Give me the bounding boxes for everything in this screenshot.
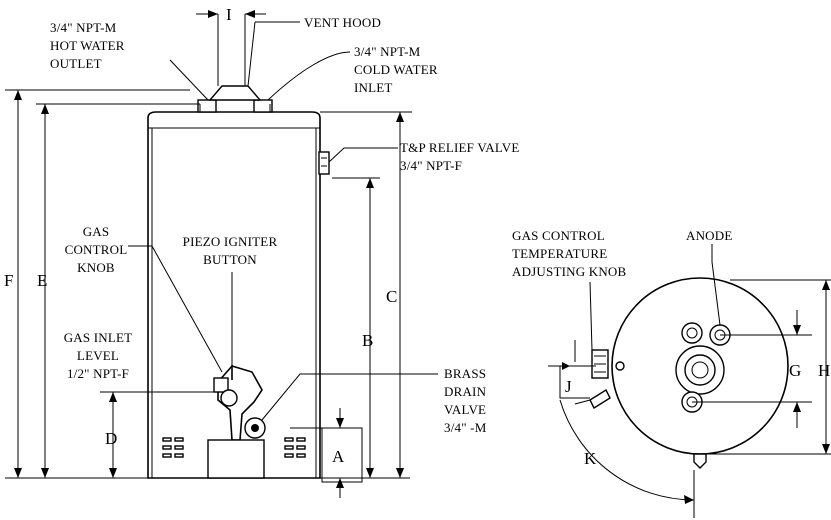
dim-letter-a: A [332, 447, 345, 466]
dim-letter-i: I [226, 5, 232, 24]
temp-knob-label-3: ADJUSTING KNOB [512, 264, 627, 279]
drain-valve-label-4: 3/4" -M [444, 420, 487, 435]
side-dimensions [5, 10, 412, 498]
dim-letter-j: J [565, 377, 572, 396]
gas-control-knob-label-3: KNOB [77, 260, 115, 275]
hot-outlet-label-2: HOT WATER [50, 38, 125, 53]
top-dimensions [548, 279, 831, 518]
top-view [589, 277, 789, 469]
drain-valve-label-2: DRAIN [444, 384, 487, 399]
dim-letter-g: G [789, 361, 801, 380]
tank-body [147, 111, 321, 479]
side-view [147, 14, 332, 479]
cold-inlet-label-2: COLD WATER [354, 62, 438, 77]
dim-letter-f: F [4, 271, 13, 290]
top-leaders [589, 244, 721, 351]
dim-letter-e: E [37, 271, 47, 290]
dim-letter-b: B [362, 331, 373, 350]
cold-inlet-label-3: INLET [354, 80, 393, 95]
anode-label: ANODE [686, 228, 733, 243]
tp-relief-valve [318, 151, 330, 175]
top-fittings [197, 14, 273, 113]
vent-hood-label: VENT HOOD [304, 15, 381, 30]
labels: 3/4" NPT-M HOT WATER OUTLET VENT HOOD 3/… [50, 15, 733, 435]
gas-control-knob-label-1: GAS [83, 224, 110, 239]
dimension-letters: F E I C B D A G H J K [4, 5, 830, 468]
drain-valve-label-1: BRASS [444, 366, 486, 381]
gas-inlet-label-1: GAS INLET [64, 330, 133, 345]
gas-inlet-label-2: LEVEL [77, 348, 119, 363]
temp-knob-label-1: GAS CONTROL [512, 228, 605, 243]
side-leaders [128, 21, 438, 421]
temp-knob-label-2: TEMPERATURE [512, 246, 607, 261]
cold-inlet-label-1: 3/4" NPT-M [354, 44, 421, 59]
gas-control-assembly [213, 365, 266, 441]
tp-relief-label-2: 3/4" NPT-F [400, 158, 462, 173]
hot-outlet-label-1: 3/4" NPT-M [50, 20, 117, 35]
burner-access [162, 437, 306, 479]
dim-letter-h: H [818, 361, 830, 380]
tp-relief-label-1: T&P RELIEF VALVE [400, 140, 520, 155]
drain-valve-label-3: VALVE [444, 402, 486, 417]
dim-letter-d: D [105, 429, 117, 448]
gas-inlet-label-3: 1/2" NPT-F [67, 366, 129, 381]
hot-outlet-label-3: OUTLET [50, 56, 102, 71]
dim-letter-k: K [584, 449, 597, 468]
piezo-label-1: PIEZO IGNITER [183, 234, 278, 249]
dim-letter-c: C [386, 287, 397, 306]
gas-control-knob-label-2: CONTROL [65, 242, 128, 257]
piezo-label-2: BUTTON [203, 252, 257, 267]
